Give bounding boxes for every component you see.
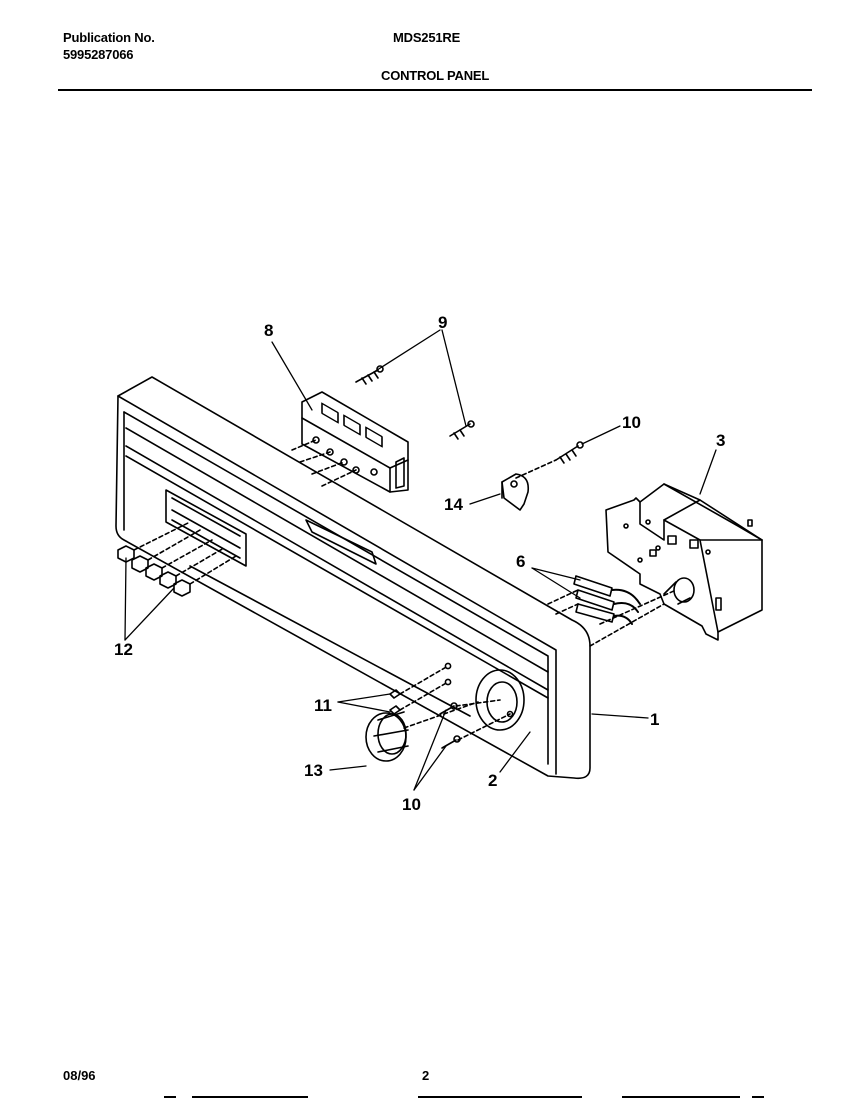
header-rule — [58, 89, 812, 91]
publication-label: Publication No. — [63, 30, 155, 45]
callout-3: 3 — [716, 431, 725, 450]
callout-9: 9 — [438, 313, 447, 332]
leader-lines — [124, 329, 717, 791]
callout-11: 11 — [314, 696, 332, 715]
clip-part — [501, 473, 530, 511]
footer-rule-segment — [192, 1096, 308, 1098]
footer-rule-segment — [752, 1096, 764, 1098]
screw-part-9 — [355, 365, 475, 440]
publication-number: 5995287066 — [63, 47, 134, 62]
callout-13: 13 — [304, 761, 323, 780]
footer-rule-segment — [164, 1096, 176, 1098]
callout-12: 12 — [114, 640, 133, 659]
screw-part-11 — [389, 665, 449, 715]
timer-part — [589, 483, 763, 647]
section-title: CONTROL PANEL — [381, 68, 490, 83]
screw-part-10-lower — [439, 699, 511, 749]
callout-10-upper: 10 — [622, 413, 641, 432]
switch-bracket-part — [291, 391, 409, 493]
page-number: 2 — [422, 1068, 430, 1083]
callout-1: 1 — [650, 710, 659, 729]
footer-rule-segment — [622, 1096, 740, 1098]
callout-2: 2 — [488, 771, 497, 790]
callout-14: 14 — [444, 495, 463, 514]
callout-6: 6 — [516, 552, 525, 571]
model-number: MDS251RE — [393, 30, 461, 45]
push-buttons-part — [117, 521, 237, 597]
callout-10-lower: 10 — [402, 795, 421, 814]
callout-8: 8 — [264, 321, 273, 340]
terminal-part — [547, 575, 641, 625]
control-panel-part — [115, 376, 591, 780]
screw-part-10-upper — [515, 441, 584, 479]
knob-part — [365, 701, 479, 762]
footer-rule-segment — [418, 1096, 582, 1098]
footer-date: 08/96 — [63, 1068, 96, 1083]
